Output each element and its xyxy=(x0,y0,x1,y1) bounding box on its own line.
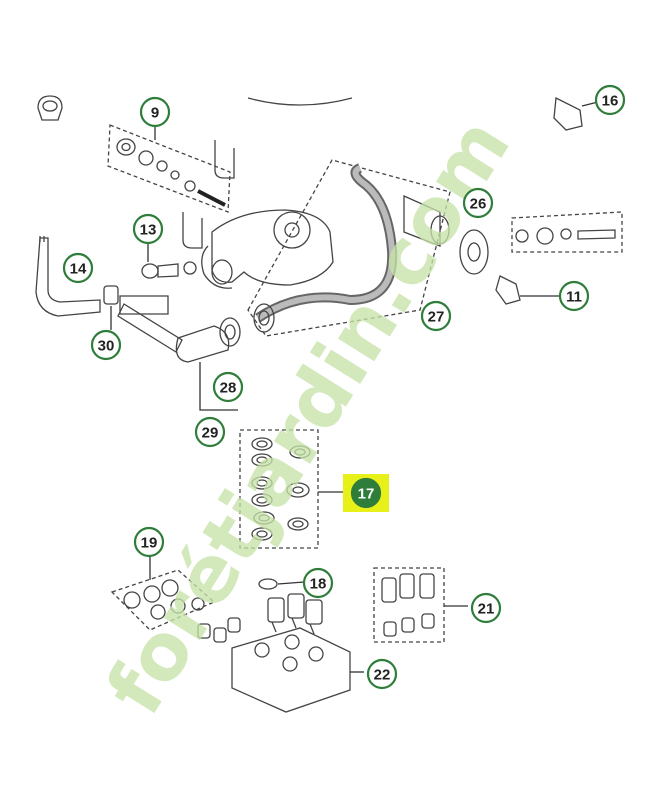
callout-16: 16 xyxy=(594,84,626,116)
group-9-parts xyxy=(116,138,226,207)
callout-28: 28 xyxy=(212,371,244,403)
coiled-hose-part xyxy=(253,163,450,333)
group-13-parts xyxy=(141,244,197,279)
group-right-parts xyxy=(515,227,616,245)
callout-18: 18 xyxy=(302,567,334,599)
callout-30: 30 xyxy=(90,329,122,361)
callout-label: 21 xyxy=(478,601,495,618)
callout-circle xyxy=(133,526,165,558)
callout-circle xyxy=(302,567,334,599)
callout-circle xyxy=(139,96,171,128)
inlet-tube-part xyxy=(117,295,241,411)
fitting-30-part xyxy=(103,285,119,330)
fitting-11-part xyxy=(495,275,560,305)
callout-17: 17 xyxy=(350,477,382,509)
callout-27: 27 xyxy=(420,300,452,332)
callout-29: 29 xyxy=(194,416,226,448)
valve-cartridges-part xyxy=(267,593,323,635)
callouts: 9 11 13 14 16 17 18 19 21 22 26 27 28 29 30 xyxy=(62,84,626,690)
callout-circle xyxy=(558,280,590,312)
callout-circle xyxy=(420,300,452,332)
callout-circle xyxy=(470,592,502,624)
callout-circle xyxy=(462,187,494,219)
callout-label: 18 xyxy=(310,576,327,593)
callout-22: 22 xyxy=(366,658,398,690)
callout-9: 9 xyxy=(139,96,171,128)
group-9-box xyxy=(107,124,231,213)
watermark: forétjardin.com xyxy=(90,103,528,730)
callout-14: 14 xyxy=(62,252,94,284)
elbow-fitting-part xyxy=(35,236,101,317)
seal-ring-part xyxy=(37,95,63,121)
group-21-box xyxy=(373,567,445,643)
callout-circle xyxy=(132,213,164,245)
callout-label: 22 xyxy=(374,667,391,684)
callout-label: 14 xyxy=(70,261,87,278)
group-19-parts xyxy=(123,556,205,620)
callout-label: 27 xyxy=(428,309,445,326)
callout-21: 21 xyxy=(470,592,502,624)
callout-label: 30 xyxy=(98,338,115,355)
callout-circle xyxy=(366,658,398,690)
top-arc-part xyxy=(247,97,353,106)
group-17-parts xyxy=(251,437,344,541)
callout-label: 28 xyxy=(220,380,237,397)
callout-13: 13 xyxy=(132,213,164,245)
o-ring-18-part xyxy=(258,578,305,590)
fitting-16-part xyxy=(553,96,583,131)
callout-circle xyxy=(350,477,382,509)
callout-circle xyxy=(194,416,226,448)
group-right-box xyxy=(511,211,623,253)
group-17-box xyxy=(239,429,319,549)
callout-label: 9 xyxy=(151,105,159,122)
u-bracket-lower xyxy=(182,212,203,249)
callout-label: 17 xyxy=(358,486,375,503)
group-21-parts xyxy=(381,573,468,637)
callout-11: 11 xyxy=(558,280,590,312)
wheel-part xyxy=(459,229,489,275)
callout-19: 19 xyxy=(133,526,165,558)
callout-label: 13 xyxy=(140,222,157,239)
callout-label: 19 xyxy=(141,535,158,552)
pump-block-part xyxy=(231,627,364,713)
parts-artwork xyxy=(35,95,623,713)
watermark-text: forétjardin.com xyxy=(90,103,528,730)
callout-label: 26 xyxy=(470,196,487,213)
callout-label: 11 xyxy=(566,289,582,306)
callout-26: 26 xyxy=(462,187,494,219)
callout-circle xyxy=(90,329,122,361)
callout-label: 29 xyxy=(202,425,219,442)
callout-circle xyxy=(594,84,626,116)
callout-label: 16 xyxy=(602,93,619,110)
callout-circle xyxy=(212,371,244,403)
pump-head-part xyxy=(201,209,334,289)
u-bracket-upper xyxy=(214,140,235,179)
valve-pair-part xyxy=(197,617,241,643)
group-19-box xyxy=(110,569,216,631)
callout-circle xyxy=(62,252,94,284)
